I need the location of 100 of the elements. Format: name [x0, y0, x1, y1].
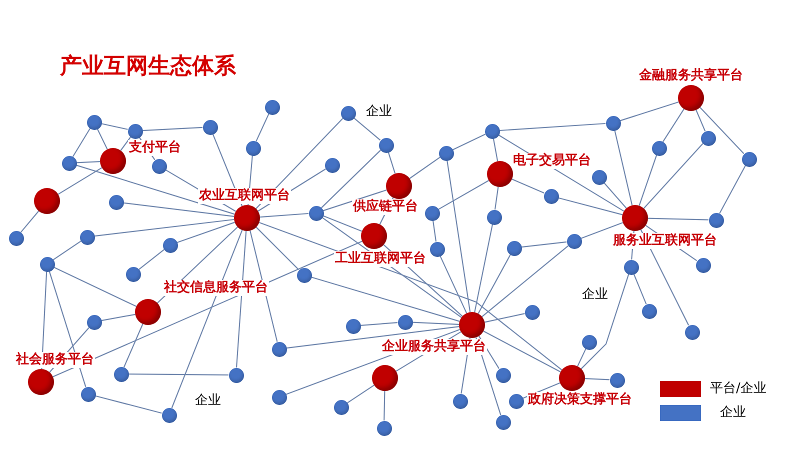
- link-line: [558, 197, 623, 216]
- link-line: [700, 107, 744, 154]
- enterprise-node: [496, 368, 510, 382]
- enterprise-node: [438, 146, 454, 160]
- link-line: [58, 167, 102, 195]
- platform-node: [34, 188, 60, 214]
- link-line: [176, 222, 235, 244]
- link-line: [101, 123, 128, 130]
- link-line: [120, 136, 132, 151]
- link-line: [128, 374, 228, 376]
- link-line: [643, 143, 704, 209]
- platform-node: [459, 312, 485, 338]
- platform-label: 政府决策支撑平台: [527, 392, 633, 408]
- platform-node: [28, 369, 54, 395]
- link-line: [76, 164, 235, 215]
- link-line: [521, 241, 567, 248]
- enterprise-node: [508, 394, 524, 408]
- enterprise-node: [524, 304, 540, 320]
- link-line: [321, 150, 381, 208]
- enterprise-node: [544, 188, 558, 204]
- enterprise-node: [642, 304, 656, 318]
- platform-node: [487, 161, 513, 187]
- link-line: [638, 154, 658, 206]
- enterprise-node: [506, 240, 522, 256]
- link-line: [311, 276, 460, 322]
- title: 产业互网生态体系: [60, 53, 236, 80]
- enterprise-node: [378, 138, 394, 152]
- link-line: [384, 390, 386, 421]
- link-line: [409, 156, 440, 179]
- link-line: [101, 314, 136, 322]
- enterprise-node: [696, 258, 710, 272]
- link-line: [236, 230, 247, 368]
- link-line: [138, 249, 164, 270]
- platform-node: [372, 365, 398, 391]
- link-line: [494, 186, 499, 210]
- platform-label: 金融服务共享平台: [638, 68, 744, 84]
- link-line: [286, 326, 460, 349]
- enterprise-node: [700, 130, 716, 146]
- link-line: [260, 212, 309, 218]
- enterprise-node: [62, 156, 76, 170]
- link-line: [124, 324, 144, 368]
- platform-label: 工业互联网平台: [334, 251, 427, 267]
- link-line: [347, 384, 374, 404]
- enterprise-node: [376, 420, 392, 436]
- enterprise-node: [86, 314, 102, 330]
- link-line: [482, 245, 569, 318]
- enterprise-node: [624, 260, 638, 274]
- link-line: [492, 138, 498, 162]
- link-line: [322, 215, 362, 232]
- link-line: [94, 218, 234, 237]
- link-line: [388, 152, 396, 174]
- legend-label: 平台/企业: [710, 381, 766, 397]
- link-line: [438, 180, 489, 210]
- enterprise-node: [126, 266, 140, 282]
- link-line: [512, 178, 544, 194]
- link-line: [95, 395, 162, 414]
- link-line: [478, 254, 511, 314]
- link-line: [432, 220, 437, 242]
- enterprise-node: [606, 116, 620, 130]
- link-line: [440, 256, 468, 314]
- enterprise-node: [430, 242, 444, 256]
- enterprise-node: [424, 206, 440, 220]
- link-line: [580, 222, 623, 239]
- link-line: [580, 274, 630, 370]
- link-line: [614, 130, 633, 206]
- platform-node: [386, 173, 412, 199]
- link-line: [76, 161, 100, 164]
- enterprise-node: [484, 124, 500, 138]
- enterprise-node: [708, 212, 724, 228]
- enterprise-node: [8, 230, 24, 246]
- link-line: [256, 226, 300, 270]
- enterprise-node: [264, 100, 280, 114]
- platform-label: 农业互联网平台: [198, 188, 291, 204]
- link-line: [446, 160, 471, 312]
- enterprise-node: [152, 158, 166, 174]
- enterprise-node: [324, 158, 340, 172]
- enterprise-node: [684, 324, 700, 340]
- link-line: [123, 202, 234, 217]
- link-line: [662, 108, 684, 142]
- enterprise-node: [202, 120, 218, 134]
- platform-label: 服务业互联网平台: [612, 233, 718, 249]
- link-line: [54, 266, 137, 307]
- platform-node: [622, 205, 648, 231]
- link-line: [474, 224, 494, 312]
- link-line: [633, 274, 647, 304]
- enterprise-node: [86, 114, 102, 130]
- link-line: [353, 117, 381, 141]
- platform-node: [234, 205, 260, 231]
- platform-label: 企业服务共享平台: [381, 339, 487, 355]
- enterprise-node: [272, 390, 286, 404]
- enterprise-node: [398, 314, 412, 330]
- enterprise-node: [80, 230, 94, 244]
- link-line: [603, 182, 627, 209]
- platform-label: 社会服务平台: [15, 352, 95, 368]
- link-line: [52, 240, 82, 260]
- link-line: [577, 348, 586, 366]
- enterprise-node: [340, 106, 356, 120]
- platform-label: 电子交易平台: [512, 153, 592, 169]
- link-line: [719, 165, 746, 214]
- link-line: [620, 101, 679, 122]
